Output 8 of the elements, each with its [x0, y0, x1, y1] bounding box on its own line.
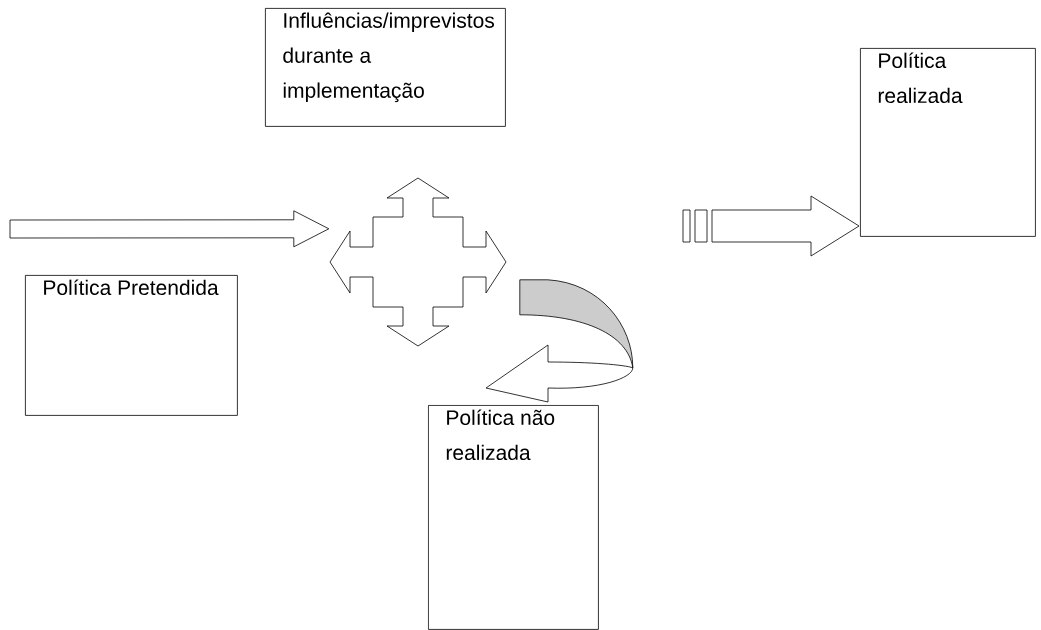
block-arrow: [9, 210, 330, 248]
text-box: Política realizada: [860, 48, 1036, 237]
text-box: Política Pretendida: [25, 275, 238, 416]
text-box: Influências/imprevistos durante a implementação: [265, 8, 506, 127]
curved-block-arrow: [485, 279, 634, 403]
text-box: Política não realizada: [428, 405, 599, 630]
block-arrow: [682, 195, 860, 257]
four-way-arrow: [329, 177, 507, 347]
